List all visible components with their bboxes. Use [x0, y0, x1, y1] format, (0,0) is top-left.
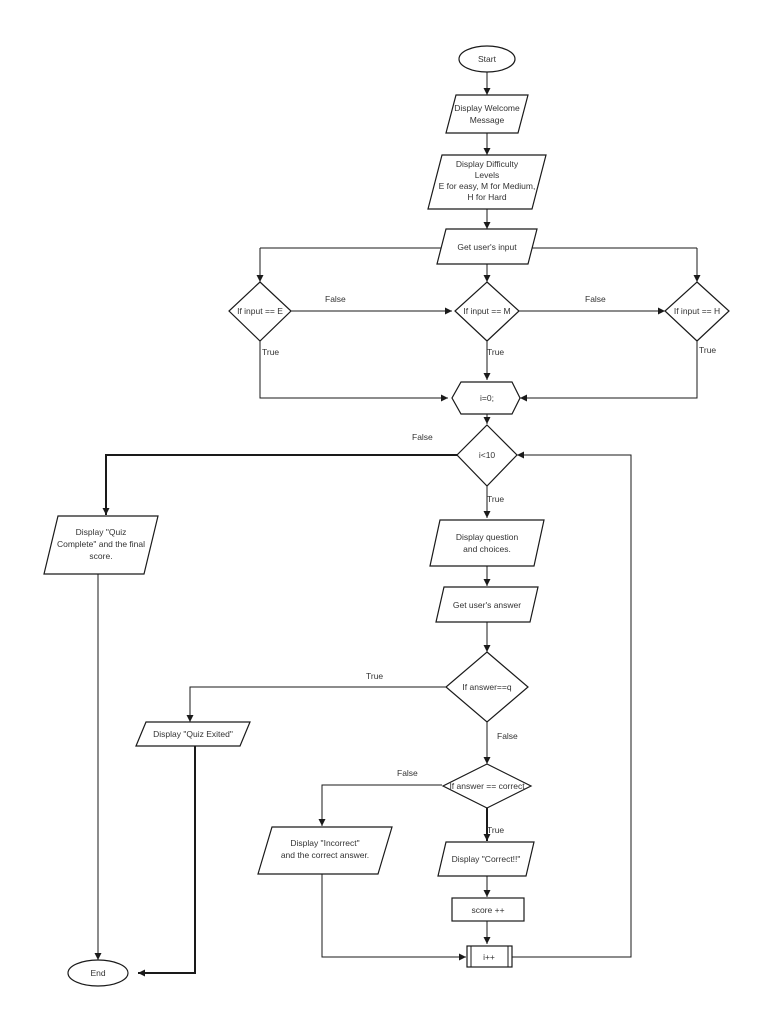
if-m-decision: If input == M [454, 281, 520, 342]
correct-label: Display "Correct!!" [452, 854, 521, 864]
display-question-line-1: Display question [456, 532, 519, 542]
score-increment-process: score ++ [451, 897, 525, 922]
end-label: End [90, 968, 105, 978]
get-answer-label: Get user's answer [453, 600, 521, 610]
end-terminator: End [67, 959, 129, 987]
get-answer-io: Get user's answer [435, 586, 539, 623]
if-quit-decision: If answer==q [445, 651, 529, 723]
label-e-true: True [262, 347, 279, 357]
label-h-true: True [699, 345, 716, 355]
i-increment-process: i++ [466, 945, 513, 968]
label-correct-false: False [397, 768, 418, 778]
label-loop-true: True [487, 494, 504, 504]
edge-labels: False True False True True False True Tr… [262, 294, 716, 835]
if-h-decision: If input == H [664, 281, 730, 342]
if-e-label: If input == E [237, 306, 283, 316]
if-correct-decision: If answer == correct [441, 763, 533, 809]
quiz-complete-line-3: score. [89, 551, 112, 561]
quiz-complete-line-2: Complete" and the final [57, 539, 145, 549]
if-h-label: If input == H [674, 306, 720, 316]
edge-loop-false [102, 454, 458, 515]
i-increment-label: i++ [483, 952, 495, 962]
label-correct-true: True [487, 825, 504, 835]
get-input-io: Get user's input [436, 228, 538, 265]
label-m-true: True [487, 347, 504, 357]
loop-condition-decision: i<10 [456, 424, 518, 487]
label-quit-true: True [366, 671, 383, 681]
quiz-exited-io: Display "Quiz Exited" [135, 721, 251, 747]
edge-loop-back [512, 451, 632, 958]
init-i-preparation: i=0; [451, 381, 521, 415]
edge-correct-false [318, 784, 442, 826]
difficulty-line-4: H for Hard [467, 192, 506, 202]
start-label: Start [478, 54, 497, 64]
difficulty-line-2: Levels [475, 170, 500, 180]
display-question-line-2: and choices. [463, 544, 511, 554]
quiz-complete-io: Display "Quiz Complete" and the final sc… [43, 515, 159, 575]
incorrect-io: Display "Incorrect" and the correct answ… [257, 826, 393, 875]
label-quit-false: False [497, 731, 518, 741]
if-correct-label: If answer == correct [449, 781, 525, 791]
label-m-false: False [585, 294, 606, 304]
quiz-complete-line-1: Display "Quiz [76, 527, 127, 537]
welcome-line-2: Message [470, 115, 505, 125]
if-e-decision: If input == E [228, 281, 292, 342]
score-increment-label: score ++ [471, 905, 504, 915]
difficulty-io: Display Difficulty Levels E for easy, M … [427, 154, 547, 210]
correct-io: Display "Correct!!" [437, 841, 535, 877]
display-question-io: Display question and choices. [429, 519, 545, 567]
quiz-exited-label: Display "Quiz Exited" [153, 729, 233, 739]
label-loop-false: False [412, 432, 433, 442]
difficulty-line-3: E for easy, M for Medium, [439, 181, 536, 191]
edge-exited-end [138, 746, 196, 977]
loop-condition-label: i<10 [479, 450, 496, 460]
incorrect-line-2: and the correct answer. [281, 850, 369, 860]
get-input-label: Get user's input [457, 242, 517, 252]
welcome-line-1: Display Welcome [454, 103, 520, 113]
if-quit-label: If answer==q [462, 682, 511, 692]
start-terminator: Start [458, 45, 516, 73]
if-m-label: If input == M [463, 306, 510, 316]
edge-incorrect-inc [321, 874, 466, 961]
label-e-false: False [325, 294, 346, 304]
init-i-label: i=0; [480, 393, 494, 403]
connectors [94, 72, 701, 977]
incorrect-line-1: Display "Incorrect" [290, 838, 359, 848]
edge-h-true [520, 341, 698, 402]
welcome-io: Display Welcome Message [445, 94, 529, 134]
edge-quit-true [186, 686, 448, 722]
edge-e-true [259, 341, 448, 402]
difficulty-line-1: Display Difficulty [456, 159, 519, 169]
